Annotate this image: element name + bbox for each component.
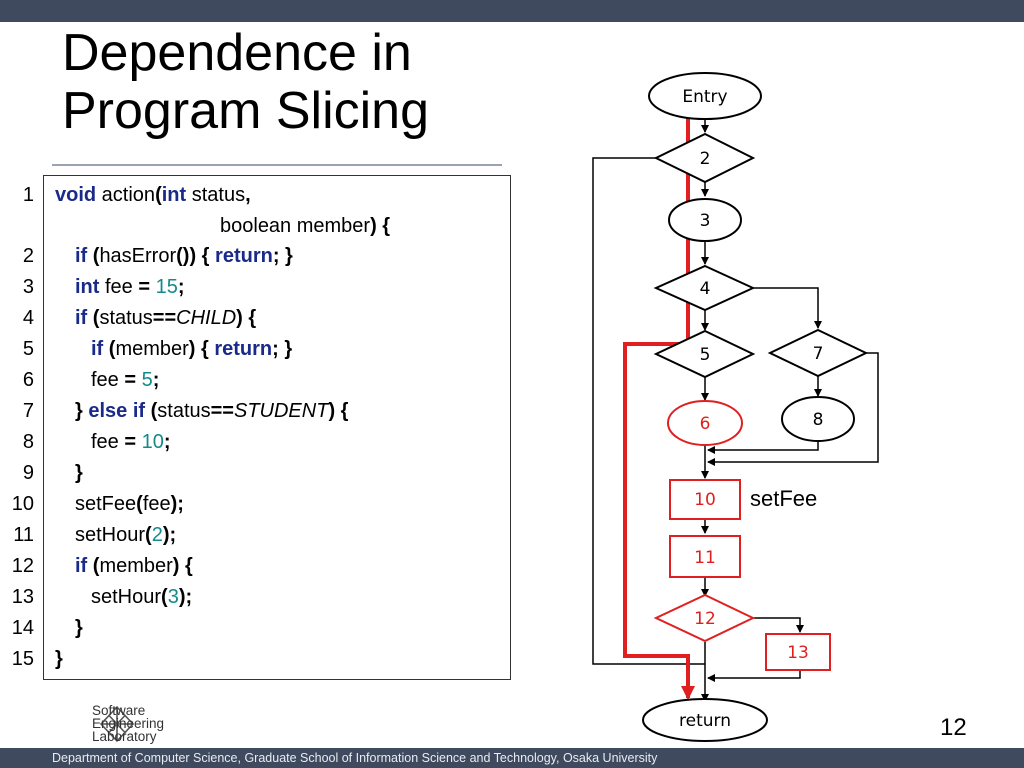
line-number: 5 (22, 338, 34, 360)
slice-path (623, 113, 695, 700)
code-line: setHour(3); (91, 586, 193, 608)
node-5: 5 (653, 329, 756, 379)
return-node: return (642, 698, 768, 742)
logo-line: Laboratory (92, 729, 157, 744)
footer-text: Department of Computer Science, Graduate… (52, 751, 658, 765)
line-number: 2 (22, 245, 34, 267)
node-13: 13 (765, 633, 831, 671)
code-line: } else if (status==STUDENT) { (75, 400, 349, 422)
entry-node: Entry (648, 72, 762, 120)
setfee-label: setFee (750, 486, 818, 511)
code-line: void action(int status, (55, 184, 251, 206)
code-line: setFee(fee); (75, 493, 184, 515)
sel-logo-icon (99, 705, 135, 743)
node-7: 7 (767, 328, 869, 378)
code-box (43, 175, 511, 680)
svg-text:8: 8 (813, 410, 824, 430)
title-line-2: Program Slicing (62, 82, 430, 140)
control-flow-edges (592, 120, 879, 702)
svg-text:Entry: Entry (682, 87, 727, 107)
slide-title: Dependence in Program Slicing (62, 24, 429, 140)
code-line: if (member) { (75, 555, 193, 577)
svg-text:3: 3 (700, 211, 711, 231)
svg-text:7: 7 (813, 344, 824, 364)
node-11: 11 (669, 535, 741, 578)
code-line: int fee = 15; (75, 276, 185, 298)
page-number: 12 (940, 714, 967, 741)
title-line-1: Dependence in (62, 24, 412, 82)
svg-text:return: return (679, 711, 731, 731)
node-2: 2 (653, 132, 756, 184)
node-6: 6 (667, 400, 743, 446)
line-number: 3 (22, 276, 34, 298)
node-8: 8 (781, 396, 855, 442)
line-number: 14 (11, 617, 34, 639)
footer-bar: Department of Computer Science, Graduate… (0, 748, 1024, 768)
code-line: fee = 5; (91, 369, 160, 391)
logo-line: Engineering (92, 716, 165, 731)
svg-text:5: 5 (700, 345, 711, 365)
logo-line: Software (92, 703, 146, 718)
code-line: if (hasError()) { return; } (75, 245, 293, 267)
svg-text:13: 13 (787, 643, 809, 663)
svg-text:6: 6 (700, 414, 711, 434)
node-3: 3 (668, 198, 742, 242)
svg-text:10: 10 (694, 490, 716, 510)
top-bar (0, 0, 1024, 22)
line-number: 6 (22, 369, 34, 391)
line-number: 13 (11, 586, 34, 608)
title-divider (52, 164, 502, 166)
code-line: setHour(2); (75, 524, 177, 546)
svg-text:11: 11 (694, 548, 716, 568)
code-line: } (75, 462, 83, 484)
svg-text:4: 4 (700, 279, 711, 299)
code-line: if (status==CHILD) { (75, 307, 257, 329)
line-number: 10 (11, 493, 34, 515)
line-number: 4 (22, 307, 34, 329)
node-4: 4 (653, 264, 756, 312)
line-number: 9 (22, 462, 34, 484)
line-number: 11 (13, 524, 34, 546)
code-line: } (55, 648, 63, 670)
line-number: 1 (22, 184, 34, 206)
code-line: } (75, 617, 83, 639)
svg-text:12: 12 (694, 609, 716, 629)
code-line: if (member) { return; } (91, 338, 293, 360)
logo-text: Software Engineering Laboratory (92, 703, 165, 744)
line-number: 12 (11, 555, 34, 577)
node-10: 10 (669, 479, 741, 520)
svg-text:2: 2 (700, 149, 711, 169)
code-line: boolean member) { (220, 215, 391, 237)
line-number: 15 (11, 648, 34, 670)
line-number: 7 (22, 400, 34, 422)
node-12: 12 (653, 593, 756, 643)
line-number: 8 (22, 431, 34, 453)
code-line: fee = 10; (91, 431, 171, 453)
